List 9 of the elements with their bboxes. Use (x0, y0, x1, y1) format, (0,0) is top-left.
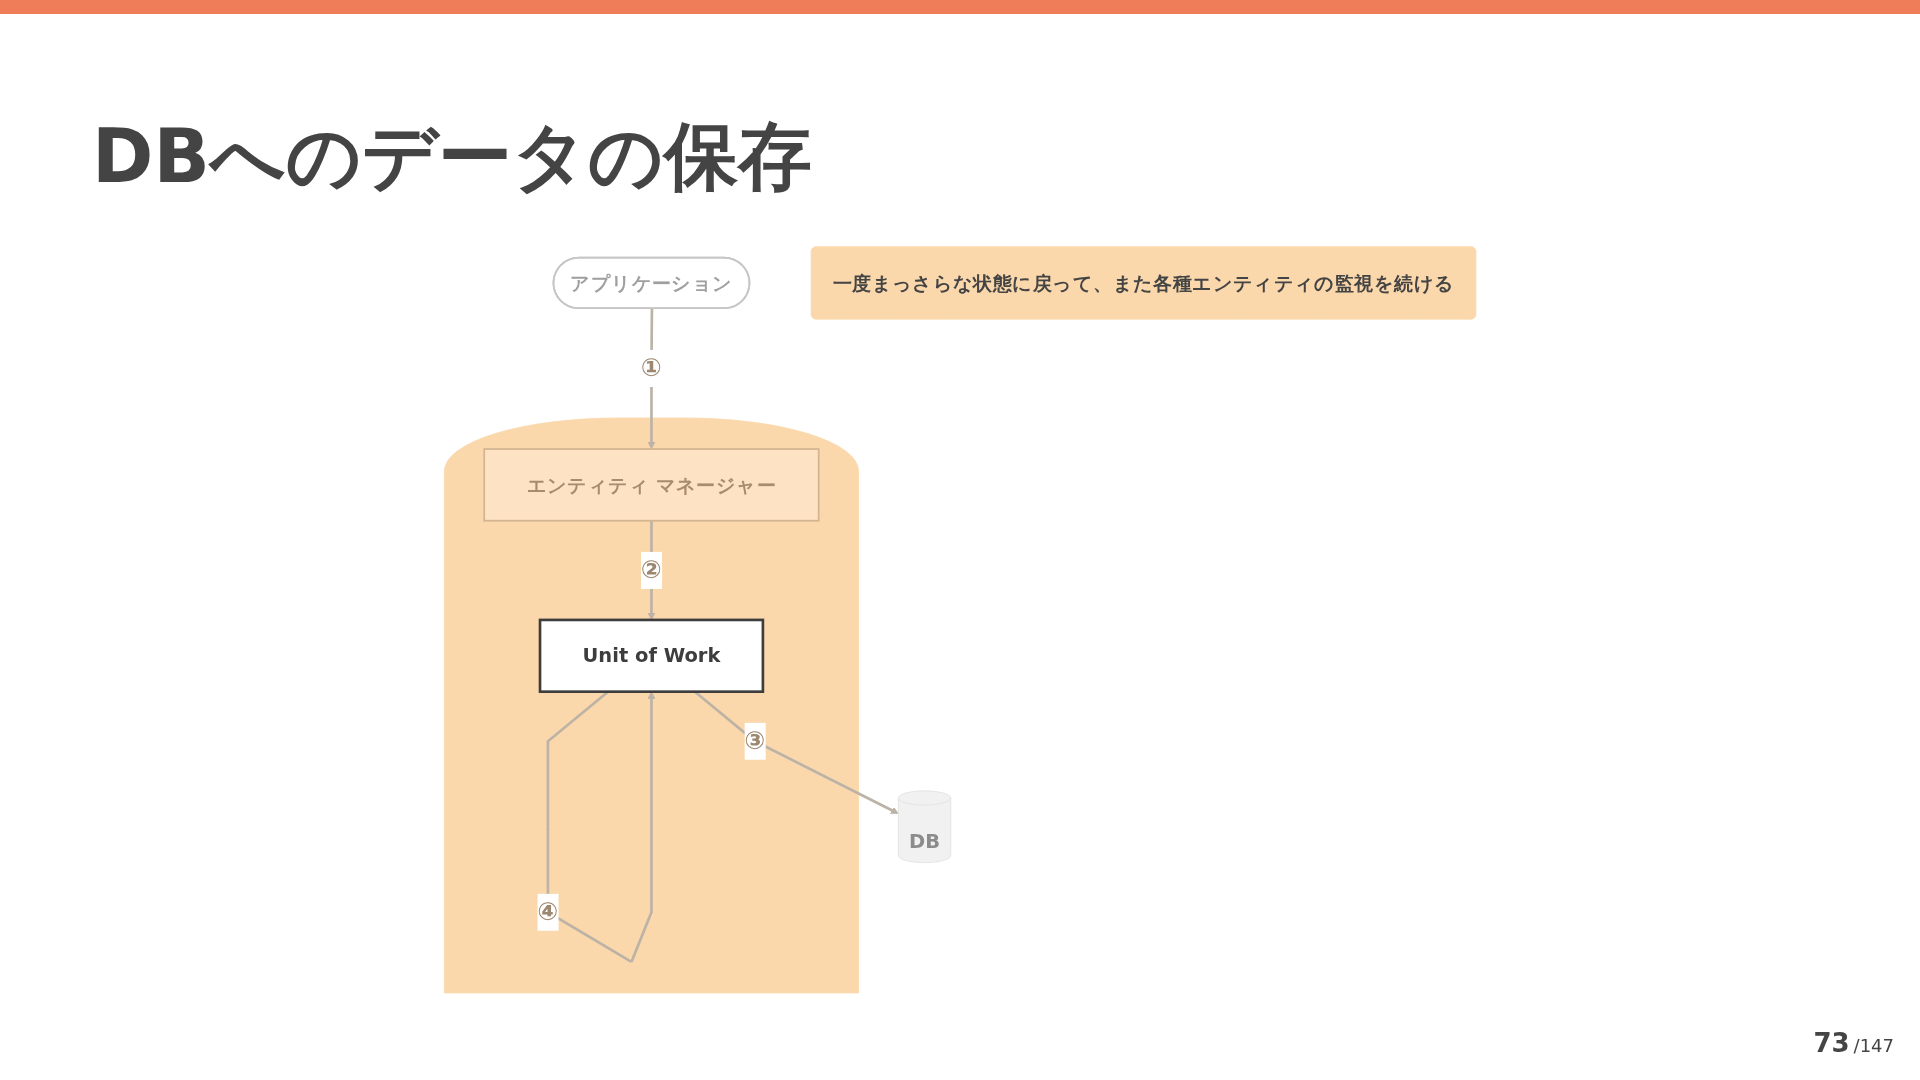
node-box: エンティティ マネージャー (483, 448, 820, 522)
edge-label: ④ (537, 897, 559, 927)
page-total: /147 (1853, 1035, 1894, 1056)
node-box: Unit of Work (538, 618, 765, 693)
edge-label: ③ (744, 726, 766, 756)
page-number: 73 (1813, 1028, 1850, 1058)
slide-title: DBへのデータの保存 (92, 112, 812, 201)
edge-label: ② (640, 555, 662, 585)
edge-label: ① (640, 353, 662, 383)
